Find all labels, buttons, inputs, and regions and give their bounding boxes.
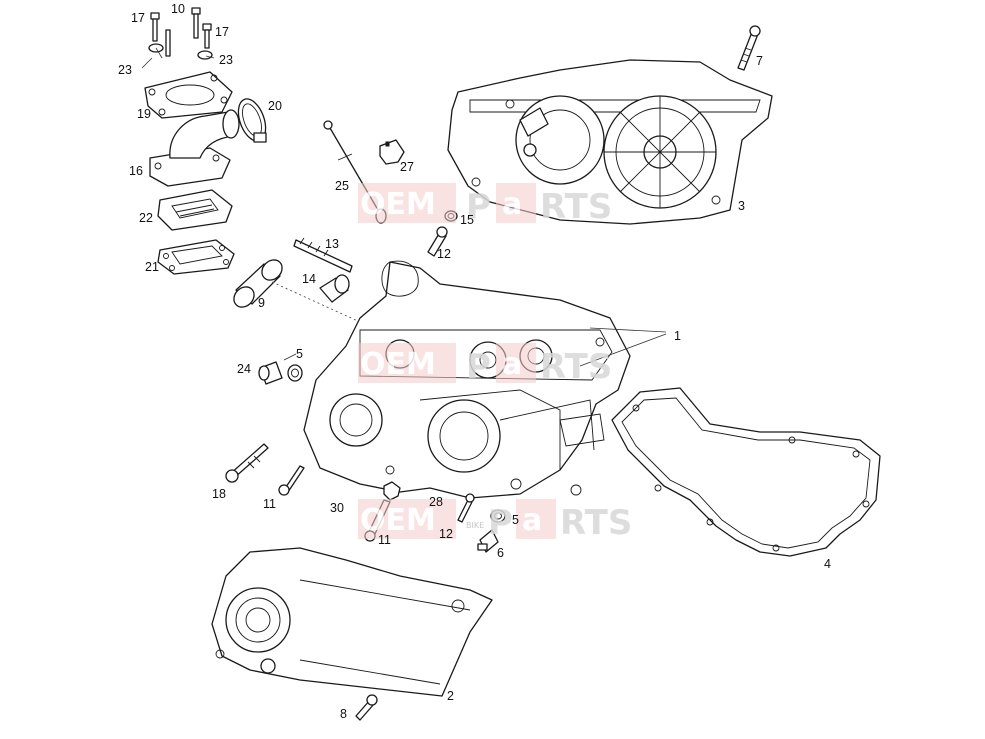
washer-23-right bbox=[197, 50, 213, 60]
callout-11-bottom: 11 bbox=[378, 533, 391, 547]
callout-4: 4 bbox=[824, 557, 831, 571]
nut-30 bbox=[383, 481, 401, 501]
svg-text:P: P bbox=[466, 347, 491, 387]
drain-plug-6 bbox=[477, 529, 499, 553]
bolt-17-right bbox=[202, 23, 212, 49]
case-gasket-4 bbox=[611, 387, 881, 557]
callout-17-right: 17 bbox=[215, 25, 229, 39]
svg-text:P: P bbox=[488, 503, 513, 543]
callout-28: 28 bbox=[429, 495, 443, 509]
callout-24: 24 bbox=[237, 362, 251, 376]
callout-6: 6 bbox=[497, 546, 504, 560]
washer-5-bottom bbox=[490, 509, 506, 523]
intake-assembly bbox=[144, 7, 267, 275]
callout-25: 25 bbox=[335, 179, 349, 193]
callout-10: 10 bbox=[171, 2, 185, 16]
svg-text:RTS: RTS bbox=[540, 187, 612, 227]
stud-center bbox=[165, 29, 171, 57]
watermark: OEM P a RTS OEM P a RTS OEM BIKE P a RTS bbox=[358, 183, 632, 543]
clip-27 bbox=[379, 139, 405, 165]
intake-manifold-16 bbox=[149, 109, 240, 187]
screw-12-top bbox=[427, 226, 448, 257]
o-ring-5-top bbox=[287, 364, 303, 382]
bolt-10 bbox=[191, 7, 201, 39]
callout-labels: 17 10 17 23 23 19 20 16 22 21 7 3 27 25 … bbox=[118, 2, 831, 721]
callout-22: 22 bbox=[139, 211, 153, 225]
svg-text:RTS: RTS bbox=[560, 503, 632, 543]
callout-12-top: 12 bbox=[437, 247, 451, 261]
callout-5-bottom: 5 bbox=[512, 513, 519, 527]
bolt-11-left bbox=[278, 465, 305, 496]
callout-20: 20 bbox=[268, 99, 282, 113]
callout-5-top: 5 bbox=[296, 347, 303, 361]
svg-text:OEM: OEM bbox=[360, 347, 436, 382]
callout-16: 16 bbox=[129, 164, 143, 178]
bolt-18 bbox=[225, 443, 269, 483]
callout-3: 3 bbox=[738, 199, 745, 213]
svg-text:OEM: OEM bbox=[360, 187, 436, 222]
bolt-8 bbox=[355, 694, 378, 721]
callout-15: 15 bbox=[460, 213, 474, 227]
callout-12-bottom: 12 bbox=[439, 527, 453, 541]
svg-text:RTS: RTS bbox=[540, 347, 612, 387]
callout-2: 2 bbox=[447, 689, 454, 703]
svg-text:P: P bbox=[466, 187, 491, 227]
callout-23-right: 23 bbox=[219, 53, 233, 67]
dowel-14 bbox=[319, 274, 350, 303]
watermark-bottom: OEM BIKE P a RTS bbox=[358, 499, 632, 543]
watermark-middle: OEM P a RTS bbox=[358, 343, 612, 387]
leader-lines bbox=[141, 47, 667, 367]
svg-text:BIKE: BIKE bbox=[466, 521, 484, 530]
stud-13 bbox=[293, 237, 353, 273]
gasket-21 bbox=[157, 239, 235, 275]
svg-text:a: a bbox=[502, 347, 522, 382]
callout-1: 1 bbox=[674, 329, 681, 343]
crankcase-1 bbox=[303, 260, 631, 499]
callout-23-left: 23 bbox=[118, 63, 132, 77]
callout-18: 18 bbox=[212, 487, 226, 501]
hose-clamp-20 bbox=[237, 98, 267, 143]
reed-valve-22 bbox=[157, 189, 233, 231]
callout-14: 14 bbox=[302, 272, 316, 286]
assembly-line-9 bbox=[271, 281, 361, 323]
transmission-cover-2 bbox=[211, 547, 493, 697]
callout-30: 30 bbox=[330, 501, 344, 515]
callout-21: 21 bbox=[145, 260, 159, 274]
bolt-17-left bbox=[150, 12, 160, 42]
plug-24 bbox=[258, 361, 283, 385]
callout-13: 13 bbox=[325, 237, 339, 251]
svg-text:a: a bbox=[502, 187, 522, 222]
watermark-top: OEM P a RTS bbox=[358, 183, 612, 227]
callout-17-left: 17 bbox=[131, 11, 145, 25]
bolt-7 bbox=[737, 25, 761, 71]
bushing-9 bbox=[233, 259, 283, 308]
flange-gasket-19 bbox=[144, 71, 233, 119]
callout-7: 7 bbox=[756, 54, 763, 68]
callout-9: 9 bbox=[258, 296, 265, 310]
callout-19: 19 bbox=[137, 107, 151, 121]
screw-28-12 bbox=[457, 493, 475, 523]
svg-text:a: a bbox=[522, 503, 542, 538]
callout-11-left: 11 bbox=[263, 497, 276, 511]
callout-27: 27 bbox=[400, 160, 414, 174]
callout-8: 8 bbox=[340, 707, 347, 721]
svg-text:OEM: OEM bbox=[360, 503, 436, 538]
